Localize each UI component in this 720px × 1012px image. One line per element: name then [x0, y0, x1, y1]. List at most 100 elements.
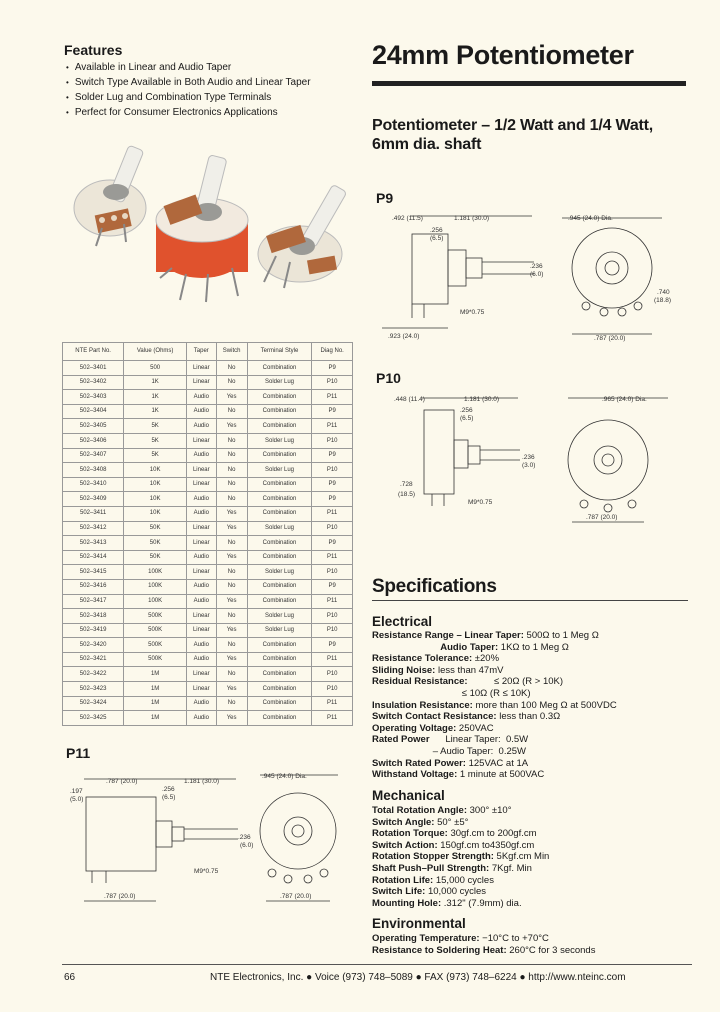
table-cell: 50K — [123, 520, 188, 537]
spec-value: 30gf.cm to 200gf.cm — [447, 828, 537, 840]
table-cell: Solder Lug — [246, 432, 313, 449]
table-cell: P11 — [311, 418, 353, 434]
table-cell: P9 — [311, 403, 353, 420]
p9-dim: 1.181 (30.0) — [454, 215, 489, 222]
table-cell: Combination — [246, 447, 313, 464]
table-cell: P9 — [311, 491, 353, 507]
table-cell: Yes — [215, 389, 248, 405]
spec-line: Audio Taper: 1KΩ to 1 Meg Ω — [372, 642, 617, 654]
spec-key: Shaft Push–Pull Strength: — [372, 862, 490, 874]
table-cell: 502–3416 — [61, 578, 125, 595]
table-cell: Combination — [246, 695, 313, 712]
table-cell: 10K — [123, 505, 188, 522]
p10-dim: .256 — [460, 407, 473, 414]
table-cell: 1K — [123, 389, 188, 405]
table-cell: Solder Lug — [246, 608, 313, 624]
table-cell: P10 — [311, 462, 353, 478]
table-cell: Yes — [215, 622, 248, 639]
col-header-switch: Switch — [215, 342, 248, 361]
spec-line: Switch Action: 150gf.cm to4350gf.cm — [372, 840, 549, 852]
table-cell: P10 — [311, 666, 353, 683]
p9-dim: .787 (20.0) — [594, 335, 625, 342]
spec-key: Switch Contact Resistance: — [372, 711, 497, 723]
table-cell: Solder Lug — [246, 622, 313, 639]
table-cell: Audio — [186, 505, 217, 522]
table-cell: No — [215, 666, 248, 683]
spec-value: ±20% — [472, 653, 500, 665]
p10-dim: (18.5) — [398, 491, 415, 498]
table-cell: 500K — [123, 608, 188, 624]
p10-dim: .787 (20.0) — [586, 514, 617, 521]
table-cell: No — [215, 535, 248, 551]
spec-value: 300° ±10° — [467, 805, 512, 816]
table-cell: Audio — [186, 637, 217, 653]
table-cell: No — [215, 491, 248, 507]
table-cell: No — [215, 476, 248, 493]
table-cell: Combination — [246, 535, 313, 551]
spec-key: Rated Power — [372, 734, 430, 746]
spec-key: Audio Taper: — [372, 641, 499, 653]
table-cell: Linear — [186, 608, 217, 624]
table-cell: Combination — [246, 666, 313, 683]
spec-value: 7Kgf. Min — [489, 862, 532, 874]
feature-item: Perfect for Consumer Electronics Applica… — [66, 105, 311, 120]
p9-dimension-drawing: .492 (11.5) 1.181 (30.0) .945 (24.0) Dia… — [382, 215, 671, 342]
spec-line: Total Rotation Angle: 300° ±10° — [372, 805, 549, 817]
table-cell: 10K — [123, 491, 188, 507]
table-cell: P11 — [311, 549, 353, 566]
feature-item: Available in Linear and Audio Taper — [66, 60, 311, 75]
spec-value: more than 100 Meg Ω at 500VDC — [472, 699, 617, 711]
specifications-rule — [372, 600, 688, 601]
table-cell: 502–3419 — [61, 622, 125, 639]
table-cell: Combination — [246, 549, 313, 566]
table-cell: 502–3424 — [61, 695, 125, 712]
table-cell: Audio — [186, 418, 217, 434]
specifications-heading: Specifications — [372, 576, 497, 597]
table-cell: P9 — [311, 578, 353, 595]
table-cell: P11 — [311, 389, 353, 405]
feature-item: Switch Type Available in Both Audio and … — [66, 75, 311, 90]
potentiometer-2-image — [155, 155, 249, 303]
table-cell: P11 — [311, 695, 353, 712]
table-cell: 502–3421 — [61, 651, 125, 668]
environmental-heading: Environmental — [372, 916, 466, 931]
table-cell: Audio — [186, 710, 217, 726]
spec-line: Switch Life: 10,000 cycles — [372, 886, 549, 898]
table-cell: Yes — [215, 710, 248, 726]
table-cell: 502–3409 — [61, 491, 125, 507]
table-cell: Linear — [186, 681, 217, 697]
page-subtitle: Potentiometer – 1/2 Watt and 1/4 Watt, 6… — [372, 116, 692, 154]
spec-key: Residual Resistance: — [372, 676, 468, 688]
table-cell: Combination — [246, 389, 313, 405]
spec-line: Residual Resistance: ≤ 20Ω (R > 10K) — [372, 676, 617, 688]
spec-line: Operating Voltage: 250VAC — [372, 723, 617, 735]
p11-dimension-drawing: .787 (20.0) 1.181 (30.0) .945 (24.0) Dia… — [70, 773, 338, 902]
table-cell: 100K — [123, 564, 188, 580]
spec-value: 5Kgf.cm Min — [493, 851, 550, 863]
spec-line: Switch Angle: 50° ±5° — [372, 817, 549, 829]
table-cell: 502–3404 — [61, 403, 125, 420]
spec-value: – Audio Taper: 0.25W — [372, 745, 527, 757]
table-cell: Combination — [246, 578, 313, 595]
spec-value: 250VAC — [456, 722, 494, 734]
table-cell: P10 — [311, 432, 353, 449]
potentiometer-3-image — [257, 185, 346, 289]
table-header-row: NTE Part No. Value (Ohms) Taper Switch T… — [61, 342, 353, 361]
electrical-specs: Resistance Range – Linear Taper: 500Ω to… — [372, 630, 617, 781]
spec-value: ≤ 20Ω (R > 10K) — [467, 676, 564, 688]
p9-dim: (6.0) — [530, 271, 543, 278]
table-cell: Yes — [215, 520, 248, 537]
